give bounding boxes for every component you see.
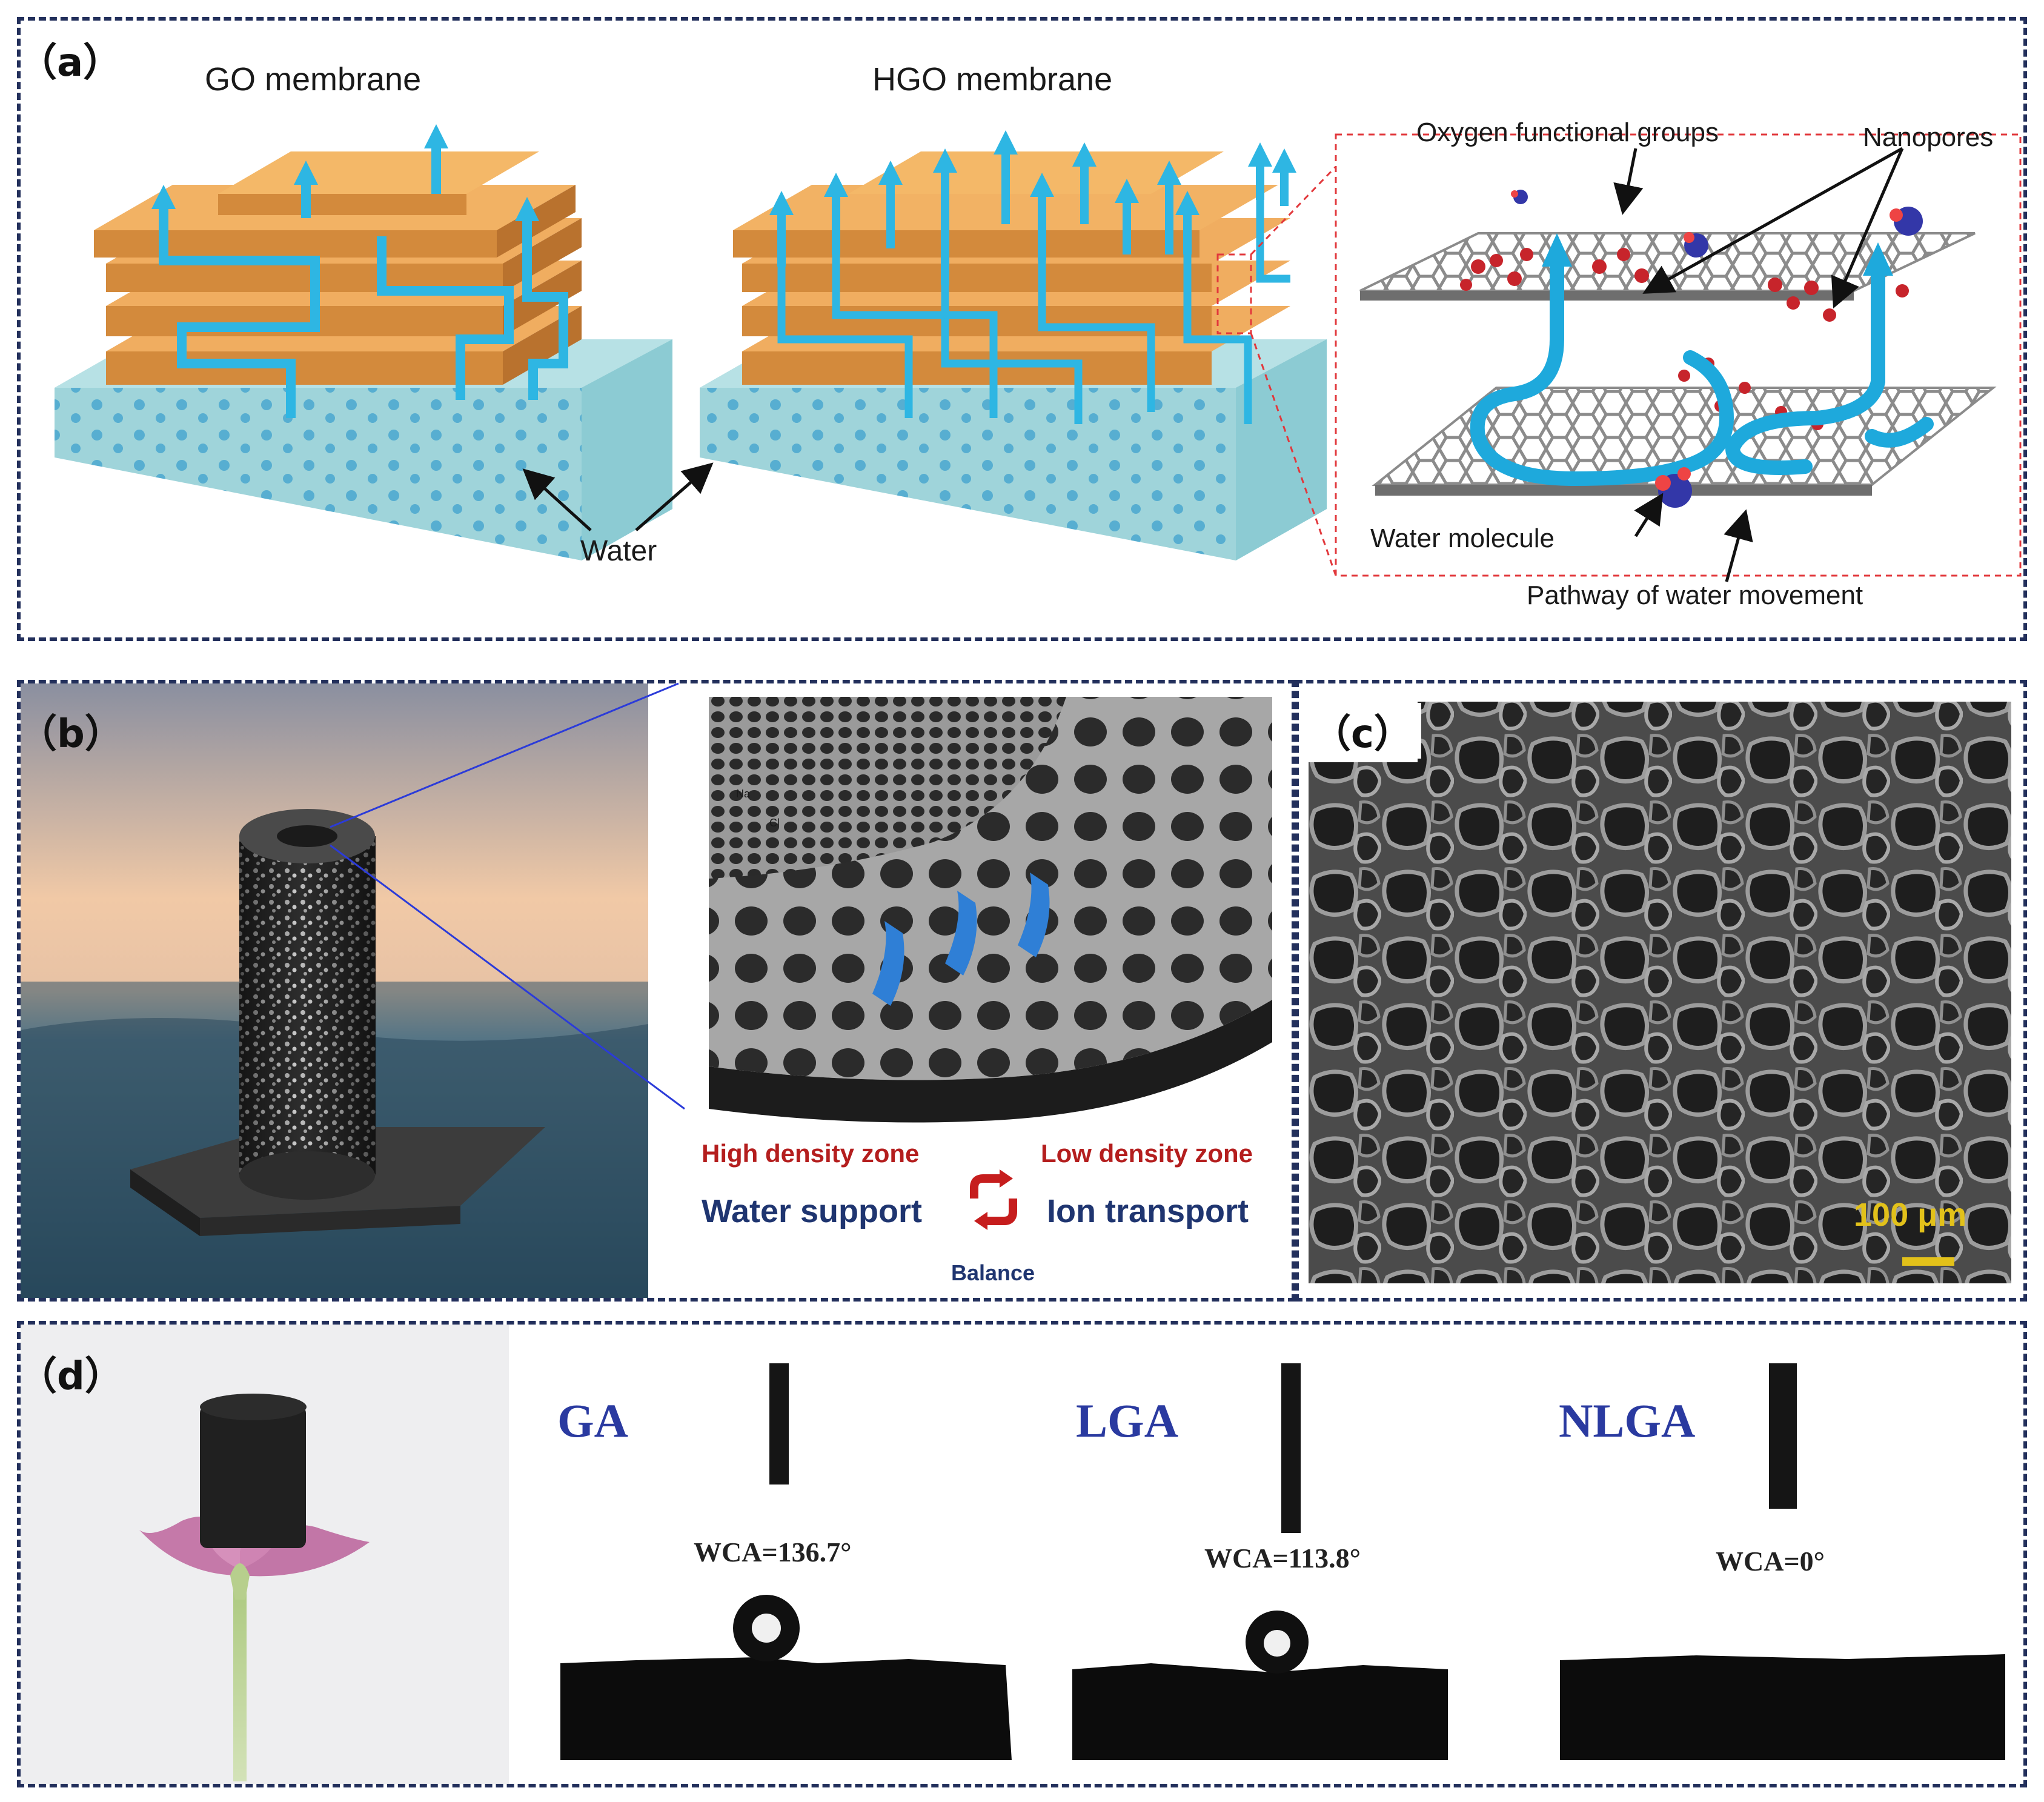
graphene-sheets [1359,232,1997,496]
panel-a-label: （a） [18,41,122,85]
balance-label: Balance [951,1260,1035,1285]
sample-nlga-wca: WCA=0° [1716,1546,1825,1577]
contact-angle-images [560,1363,2005,1760]
sample-ga-wca: WCA=136.7° [694,1537,852,1568]
zoom-connector [1216,133,2022,577]
water-pathway-arrows [1470,253,1934,487]
balance-cycle-icon [970,1174,1017,1225]
sample-lga-name: LGA [1076,1394,1179,1447]
panel-a-frame [17,17,2027,641]
panel-d-label: （d） [18,1354,124,1399]
panel-d-frame [17,1321,2027,1787]
balance-arrowheads [974,1169,1013,1230]
sample-ga-name: GA [557,1394,628,1447]
nanopores-label: Nanopores [1863,122,1994,152]
hgo-membrane-block [700,130,1327,560]
zoom-lines-b [330,682,685,1110]
panel-c-frame [1295,680,2027,1302]
sample-nlga-name: NLGA [1559,1394,1696,1447]
scale-bar-label: 100 μm [1854,1197,1967,1233]
sample-lga-wca: WCA=113.8° [1204,1543,1361,1574]
panel-b-frame [17,680,1295,1302]
hgo-membrane-title: HGO membrane [872,61,1113,98]
water-support-label: Water support [702,1193,922,1229]
low-density-label: Low density zone [1041,1139,1253,1168]
sem-image [1299,683,2011,1283]
panel-b-label: （b） [18,712,124,757]
water-pathway-heads [1542,233,1893,276]
oxygen-groups-label: Oxygen functional groups [1416,118,1719,147]
annotation-leaders [522,147,1904,582]
gradient-structure [709,697,1272,1123]
high-density-label: High density zone [702,1139,920,1168]
ion-cl-1: Cl [769,817,780,829]
water-molecules [1511,190,1923,508]
panel-c-label: （c） [1304,703,1421,759]
pathway-label: Pathway of water movement [1527,580,1863,610]
go-membrane-title: GO membrane [205,61,422,98]
flower-photo [21,1325,509,1784]
evaporator-cylinder [130,809,545,1236]
ion-na-1: Na [736,788,751,800]
water-molecule-label: Water molecule [1370,524,1555,553]
scale-bar-line [1902,1257,1954,1266]
water-label: Water [580,535,657,567]
ion-transport-label: Ion transport [1047,1193,1249,1229]
go-membrane-block [55,124,672,560]
